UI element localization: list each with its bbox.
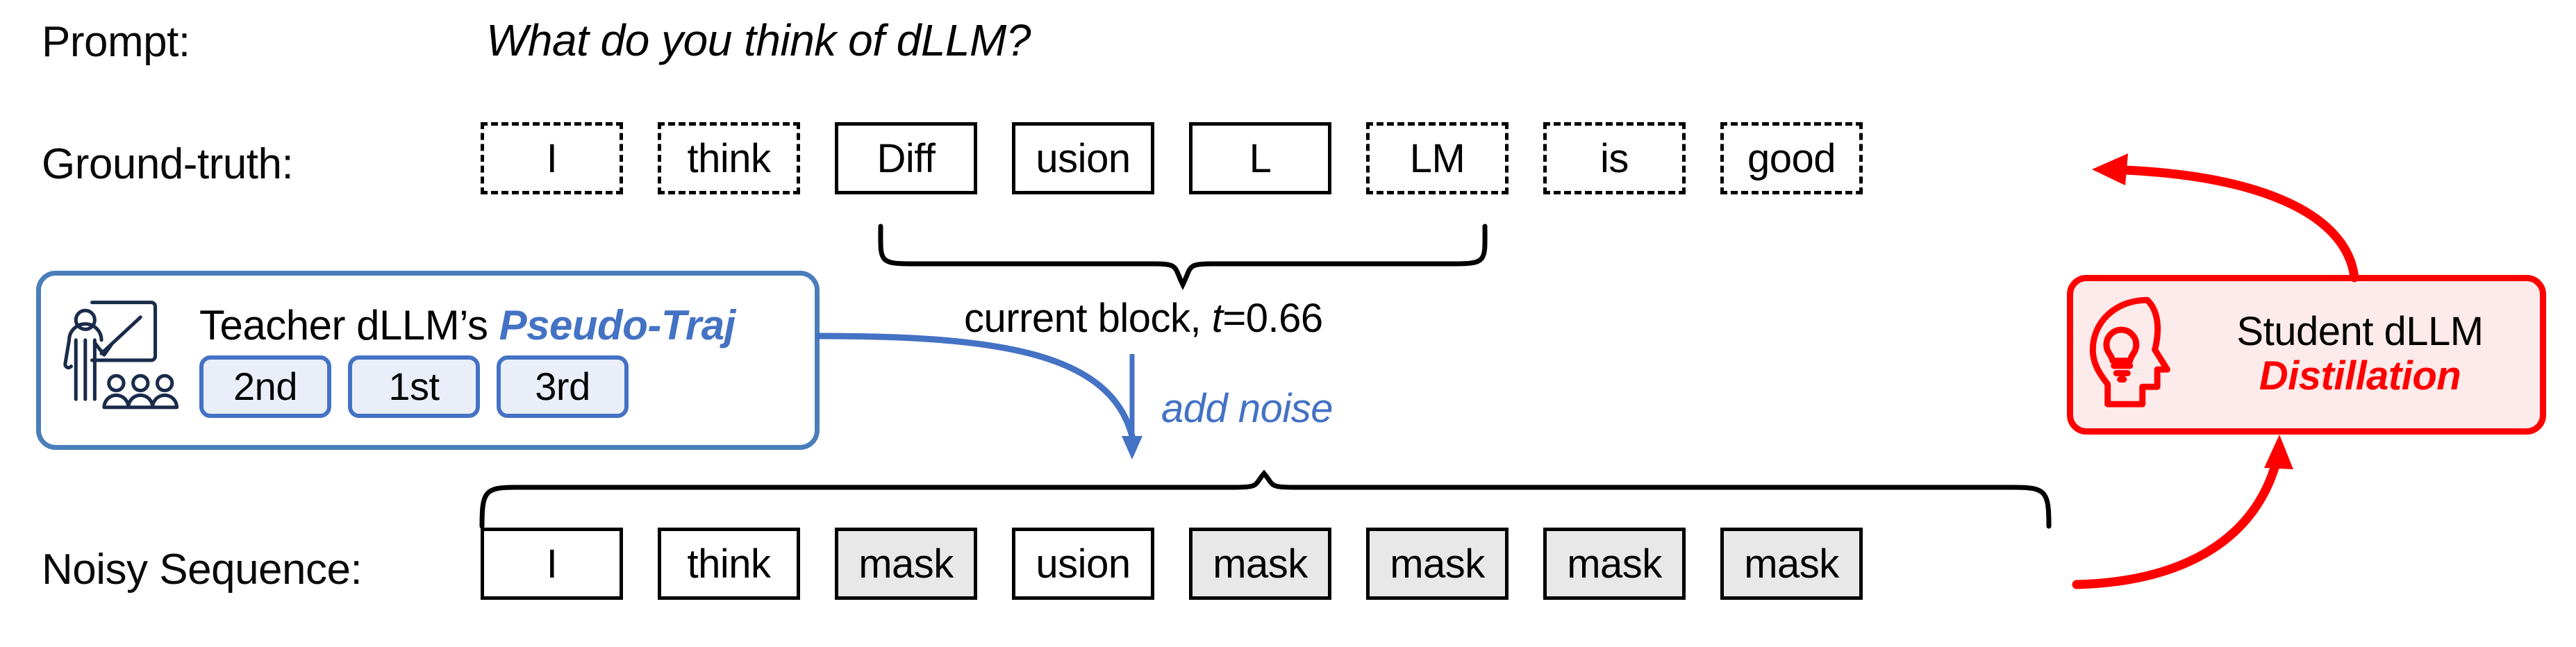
current-block-var: t xyxy=(1211,296,1223,341)
prompt-label: Prompt: xyxy=(42,18,190,66)
student-card[interactable]: Student dLLM Distillation xyxy=(2067,275,2546,435)
student-subtitle: Distillation xyxy=(2259,353,2461,398)
prompt-text: What do you think of dLLM? xyxy=(486,15,1031,65)
ground-truth-token-6: is xyxy=(1543,122,1686,194)
noisy-token-2: mask xyxy=(835,528,977,600)
noisy-token-5: mask xyxy=(1366,528,1509,600)
teacher-card[interactable]: Teacher dLLM’s Pseudo-Traj 2nd 1st 3rd xyxy=(36,271,820,450)
noisy-token-7: mask xyxy=(1720,528,1863,600)
pseudo-traj-chip-2[interactable]: 3rd xyxy=(497,355,629,418)
current-block-prefix: current block, xyxy=(964,296,1212,341)
current-block-brace xyxy=(878,224,1488,290)
teacher-blackboard-icon xyxy=(56,294,192,427)
noisy-token-0: I xyxy=(481,528,623,600)
student-title: Student dLLM xyxy=(2236,309,2484,355)
noisy-token-4: mask xyxy=(1189,528,1331,600)
teacher-to-noise-connector xyxy=(815,333,1136,439)
ground-truth-token-2: Diff xyxy=(835,122,977,194)
teacher-title-accent: Pseudo-Traj xyxy=(499,301,736,348)
ground-truth-token-0: I xyxy=(481,122,623,194)
noisy-sequence-label: Noisy Sequence: xyxy=(42,546,363,594)
ground-truth-token-4: L xyxy=(1189,122,1331,194)
ground-truth-token-5: LM xyxy=(1366,122,1509,194)
ground-truth-token-1: think xyxy=(658,122,800,194)
ground-truth-token-3: usion xyxy=(1012,122,1154,194)
teacher-title: Teacher dLLM’s Pseudo-Traj xyxy=(199,303,736,347)
noisy-sequence-brace xyxy=(479,469,2052,529)
ground-truth-token-7: good xyxy=(1720,122,1863,194)
pseudo-traj-chip-1[interactable]: 1st xyxy=(348,355,480,418)
current-block-note: current block, t=0.66 xyxy=(964,299,1323,339)
distillation-target-arrow xyxy=(2092,153,2359,283)
noisy-token-3: usion xyxy=(1012,528,1154,600)
head-lightbulb-icon xyxy=(2083,292,2187,418)
teacher-title-plain: Teacher dLLM’s xyxy=(199,301,499,348)
add-noise-label: add noise xyxy=(1161,386,1333,431)
add-noise-arrow xyxy=(1122,354,1142,460)
current-block-value: =0.66 xyxy=(1222,296,1323,341)
noisy-token-6: mask xyxy=(1543,528,1686,600)
pseudo-traj-chip-row: 2nd 1st 3rd xyxy=(199,355,736,418)
ground-truth-label: Ground-truth: xyxy=(42,140,294,188)
pseudo-traj-chip-0[interactable]: 2nd xyxy=(199,355,331,418)
noisy-input-arrow xyxy=(2072,435,2293,589)
noisy-token-1: think xyxy=(658,528,800,600)
